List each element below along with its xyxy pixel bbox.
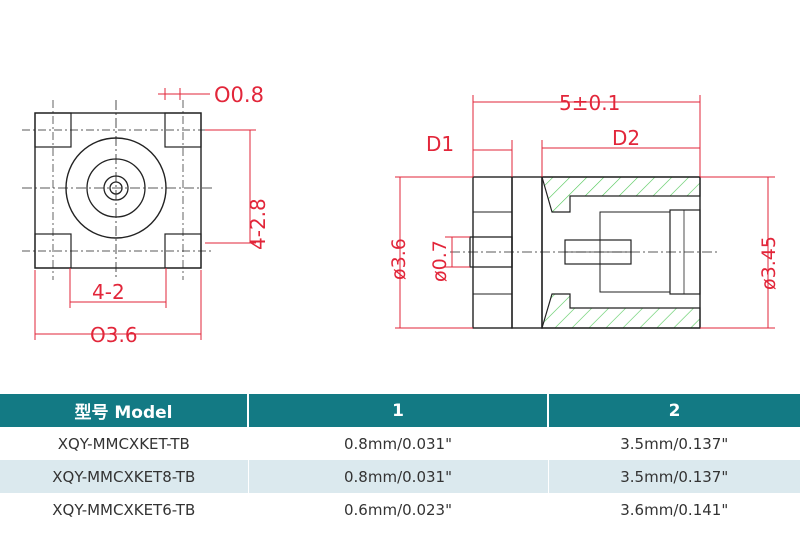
front-view: O0.8 4-2.8 4-2 O3.6 xyxy=(22,83,270,347)
table-row: XQY-MMCXKET8-TB 0.8mm/0.031" 3.5mm/0.137… xyxy=(0,460,800,493)
side-dia-body-label: ø3.6 xyxy=(388,238,410,280)
cell-d2: 3.6mm/0.141" xyxy=(547,493,800,526)
sleeve-hatch-top xyxy=(541,176,701,213)
header-col-1: 1 xyxy=(247,394,548,427)
front-pad-size-label: O0.8 xyxy=(214,83,264,107)
header-model: 型号 Model xyxy=(0,394,248,427)
flange-outline xyxy=(472,176,513,329)
front-pitch-h-label: 4-2 xyxy=(92,280,125,304)
cell-d1: 0.8mm/0.031" xyxy=(247,460,548,493)
cell-model: XQY-MMCXKET-TB xyxy=(57,434,190,453)
header-col-2: 2 xyxy=(547,394,800,427)
cell-d1: 0.8mm/0.031" xyxy=(247,427,548,460)
front-body-outline xyxy=(34,112,202,269)
technical-drawing: O0.8 4-2.8 4-2 O3.6 xyxy=(22,83,780,347)
cell-d2: 3.5mm/0.137" xyxy=(547,427,800,460)
table-header-row: 型号 Model 1 2 xyxy=(0,394,800,427)
spec-table: 型号 Model 1 2 XQY-MMCXKET-TB 0.8mm/0.031"… xyxy=(0,394,800,526)
cell-d2: 3.5mm/0.137" xyxy=(547,460,800,493)
sleeve-hatch-bottom xyxy=(541,293,701,329)
side-d2-label: D2 xyxy=(612,126,640,150)
front-pitch-v-label: 4-2.8 xyxy=(246,198,270,250)
cell-d1: 0.6mm/0.023" xyxy=(247,493,548,526)
cell-model: XQY-MMCXKET8-TB xyxy=(0,460,248,493)
side-dia-end-label: ø3.45 xyxy=(758,236,780,290)
side-dia-pin-label: ø0.7 xyxy=(429,240,451,282)
table-row: XQY-MMCXKET-TB 0.8mm/0.031" 3.5mm/0.137" xyxy=(0,427,800,460)
side-view: 5±0.1 D1 D2 ø3.6 ø0.7 ø3.45 xyxy=(388,91,780,329)
body-block xyxy=(511,176,543,329)
side-d1-label: D1 xyxy=(426,132,454,156)
front-width-label: O3.6 xyxy=(90,323,138,347)
table-row: XQY-MMCXKET6-TB 0.6mm/0.023" 3.6mm/0.141… xyxy=(0,493,800,526)
cell-model: XQY-MMCXKET6-TB xyxy=(52,500,196,519)
side-length-label: 5±0.1 xyxy=(559,91,620,115)
